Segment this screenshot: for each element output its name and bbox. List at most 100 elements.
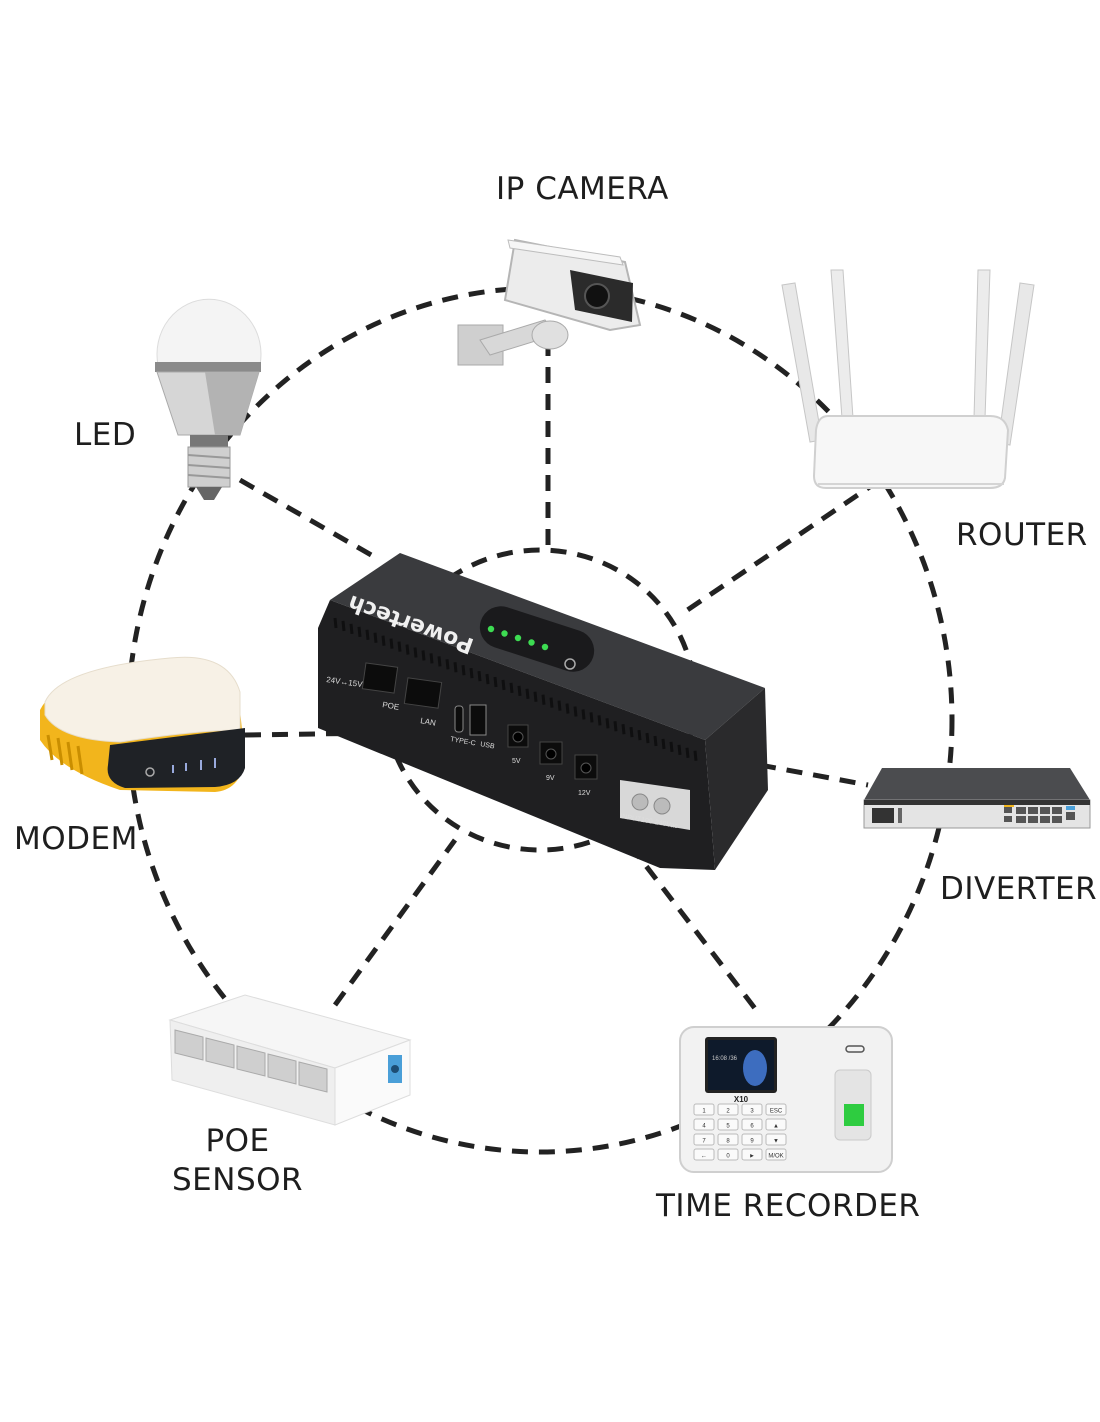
keypad-key bbox=[693, 1118, 715, 1131]
vent-slot bbox=[365, 629, 370, 640]
keypad-key-label: 0 bbox=[726, 1154, 730, 1160]
vent-slot bbox=[413, 647, 418, 658]
vent-slot bbox=[549, 697, 554, 708]
powertech-hub bbox=[318, 553, 768, 870]
label-time-recorder: TIME RECORDER bbox=[656, 1188, 921, 1224]
keypad-key bbox=[765, 1103, 787, 1116]
vent-slot bbox=[589, 712, 594, 723]
vent-slot bbox=[645, 732, 650, 744]
router-image bbox=[781, 269, 1035, 489]
spoke-led bbox=[238, 477, 382, 563]
keypad-key-label: 2 bbox=[726, 1109, 730, 1115]
poe-sensor-image bbox=[168, 994, 412, 1126]
keypad-key-label: ▼ bbox=[773, 1139, 779, 1145]
label-modem: MODEM bbox=[14, 821, 138, 857]
vent-slot bbox=[405, 644, 410, 655]
recorder-screen-time: 16:08 /36 bbox=[712, 1056, 738, 1062]
vent-slot bbox=[669, 741, 674, 753]
vent-slot bbox=[389, 638, 394, 649]
keypad-key bbox=[741, 1148, 763, 1161]
vent-slot bbox=[677, 744, 682, 755]
keypad-key-label: ▲ bbox=[773, 1124, 779, 1130]
vent-slot bbox=[517, 685, 522, 696]
keypad-key-label: 1 bbox=[702, 1109, 706, 1115]
vent-slot bbox=[621, 724, 626, 735]
spoke-diverter bbox=[759, 762, 869, 788]
keypad-key bbox=[741, 1133, 763, 1146]
vent-slot bbox=[357, 626, 362, 637]
vent-slot bbox=[349, 623, 354, 635]
vent-slot bbox=[533, 691, 538, 702]
vent-slot bbox=[629, 727, 634, 738]
ip-camera-image bbox=[457, 238, 642, 366]
vent-slot bbox=[485, 673, 490, 685]
vent-slot bbox=[501, 679, 506, 691]
keypad-key bbox=[693, 1148, 715, 1161]
keypad-key bbox=[693, 1133, 715, 1146]
vent-slot bbox=[509, 682, 514, 694]
spoke-poe bbox=[332, 838, 458, 1007]
label-router: ROUTER bbox=[956, 517, 1088, 553]
keypad-key bbox=[717, 1118, 739, 1131]
keypad-key bbox=[717, 1103, 739, 1116]
spoke-router bbox=[678, 477, 882, 618]
vent-slot bbox=[661, 738, 666, 750]
keypad-key bbox=[765, 1148, 787, 1161]
vent-slot bbox=[429, 653, 434, 664]
keypad-key-label: 8 bbox=[726, 1139, 730, 1145]
keypad-key bbox=[741, 1103, 763, 1116]
vent-slot bbox=[397, 641, 402, 652]
port-5v-label: 5V bbox=[512, 758, 521, 765]
vent-slot bbox=[445, 659, 450, 670]
status-led bbox=[528, 639, 535, 646]
status-led bbox=[514, 634, 522, 642]
keypad-key-label: 9 bbox=[750, 1139, 754, 1145]
vent-slot bbox=[557, 700, 562, 711]
status-led bbox=[487, 625, 495, 633]
keypad-key-label: 4 bbox=[702, 1124, 706, 1130]
keypad-key-label: ESC bbox=[770, 1109, 783, 1115]
label-ip-camera: IP CAMERA bbox=[496, 171, 669, 207]
keypad-key bbox=[741, 1118, 763, 1131]
port-lan-label: LAN bbox=[420, 716, 437, 728]
vent-slot bbox=[653, 735, 658, 747]
keypad-key-label: M/OK bbox=[768, 1154, 783, 1160]
vent-slot bbox=[493, 676, 498, 688]
spoke-recorder bbox=[628, 843, 762, 1017]
vent-slot bbox=[541, 694, 546, 705]
keypad-key bbox=[717, 1133, 739, 1146]
label-led: LED bbox=[74, 417, 137, 453]
port-12v-label: 12V bbox=[578, 790, 591, 797]
vent-slot bbox=[605, 718, 610, 729]
vent-slot bbox=[461, 665, 466, 676]
port-usb-label: USB bbox=[480, 741, 496, 750]
vent-slot bbox=[453, 662, 458, 673]
vent-slot bbox=[685, 747, 690, 758]
vent-slot bbox=[373, 632, 378, 643]
vent-slot bbox=[341, 620, 346, 632]
vent-slot bbox=[477, 670, 482, 682]
label-poe-sensor-line2: SENSOR bbox=[172, 1161, 304, 1198]
vent-slot bbox=[637, 729, 642, 741]
keypad-key bbox=[765, 1118, 787, 1131]
keypad-key-label: 5 bbox=[726, 1124, 730, 1130]
port-poe-label: POE bbox=[382, 700, 400, 712]
port-9v-label: 9V bbox=[546, 775, 555, 782]
vent-slot bbox=[437, 656, 442, 667]
vent-slot bbox=[613, 721, 618, 732]
keypad-key-label: 7 bbox=[702, 1139, 706, 1145]
keypad-key-label: 6 bbox=[750, 1124, 754, 1130]
vent-slot bbox=[421, 650, 426, 661]
vent-slot bbox=[565, 703, 570, 714]
keypad-key-label: ← bbox=[701, 1154, 707, 1160]
diverter-image bbox=[863, 768, 1091, 829]
vent-slot bbox=[381, 635, 386, 646]
label-poe-sensor-line1: POE bbox=[205, 1123, 270, 1159]
port-typec-label: TYPE-C bbox=[450, 736, 476, 747]
keypad-key-label: ► bbox=[749, 1154, 755, 1160]
label-diverter: DIVERTER bbox=[940, 871, 1098, 907]
keypad-key bbox=[693, 1103, 715, 1116]
